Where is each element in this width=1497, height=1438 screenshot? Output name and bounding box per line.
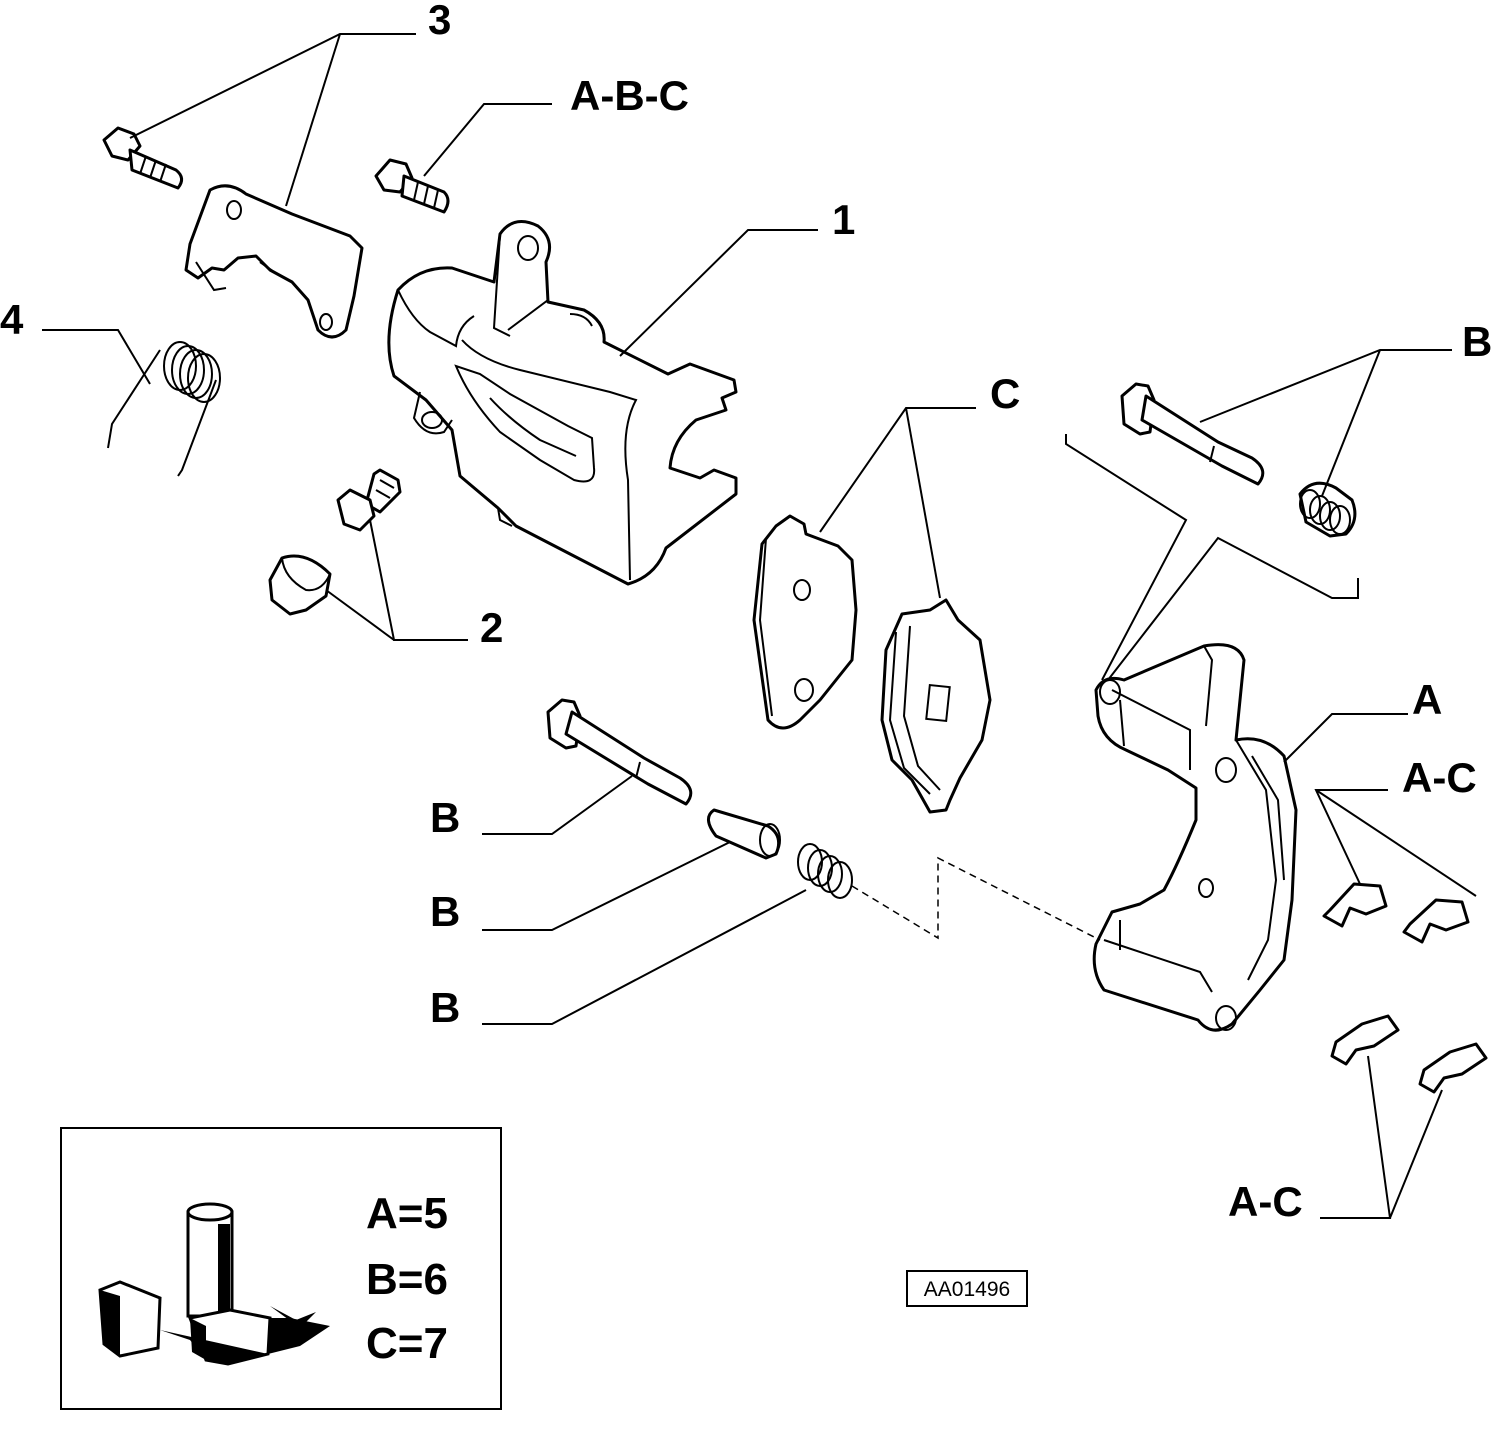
callout-labels: 3 A-B-C 1 4 2 C B A A-C B B B A-C: [0, 0, 1492, 1225]
leader-lines: [42, 33, 1477, 1219]
callout-1: 1: [832, 196, 855, 243]
kit-boxes-picture: [98, 1202, 330, 1366]
callout-b-spring: B: [430, 984, 460, 1031]
kit-legend: A=5 B=6 C=7: [60, 1127, 502, 1410]
callout-2: 2: [480, 604, 503, 651]
clips-ac-top: [1322, 882, 1470, 944]
spring-b-lower: [797, 843, 853, 899]
callout-4: 4: [0, 296, 24, 343]
spring-b-top: [1298, 481, 1357, 538]
callout-ac-top: A-C: [1402, 754, 1477, 801]
callout-3: 3: [428, 0, 451, 43]
callout-b-pin: B: [430, 794, 460, 841]
callout-b-bushing: B: [430, 888, 460, 935]
legend-a: A=5: [366, 1189, 448, 1238]
legend-c: C=7: [366, 1319, 448, 1368]
bushing-b: [707, 808, 781, 860]
drawing-code: AA01496: [906, 1270, 1028, 1307]
callout-a-bracket: A: [1412, 676, 1442, 723]
part-3-bracket: [184, 184, 364, 339]
pad-c-right: [880, 598, 992, 814]
part-1-caliper: [387, 220, 738, 586]
part-2-bleed-screw: [336, 468, 402, 532]
pin-b-top: [1120, 382, 1265, 486]
clips-ac-bottom: [1330, 1014, 1488, 1094]
part-2-dust-cap: [268, 554, 332, 616]
drawing-code-text: AA01496: [924, 1278, 1010, 1301]
part-4-spring: [107, 341, 221, 477]
abc-bolt: [374, 158, 450, 214]
legend-frame: [60, 1127, 502, 1410]
part-3-bolt: [102, 126, 183, 190]
drawing-code-frame: [906, 1270, 1028, 1307]
pin-b-lower: [546, 698, 693, 806]
callout-b-top: B: [1462, 318, 1492, 365]
legend-b: B=6: [366, 1255, 448, 1304]
callout-abc: A-B-C: [570, 72, 689, 119]
callout-c-pads: C: [990, 370, 1020, 417]
callout-ac-bottom: A-C: [1228, 1178, 1303, 1225]
pad-c-left: [752, 514, 858, 730]
bracket-a: [1092, 643, 1298, 1032]
